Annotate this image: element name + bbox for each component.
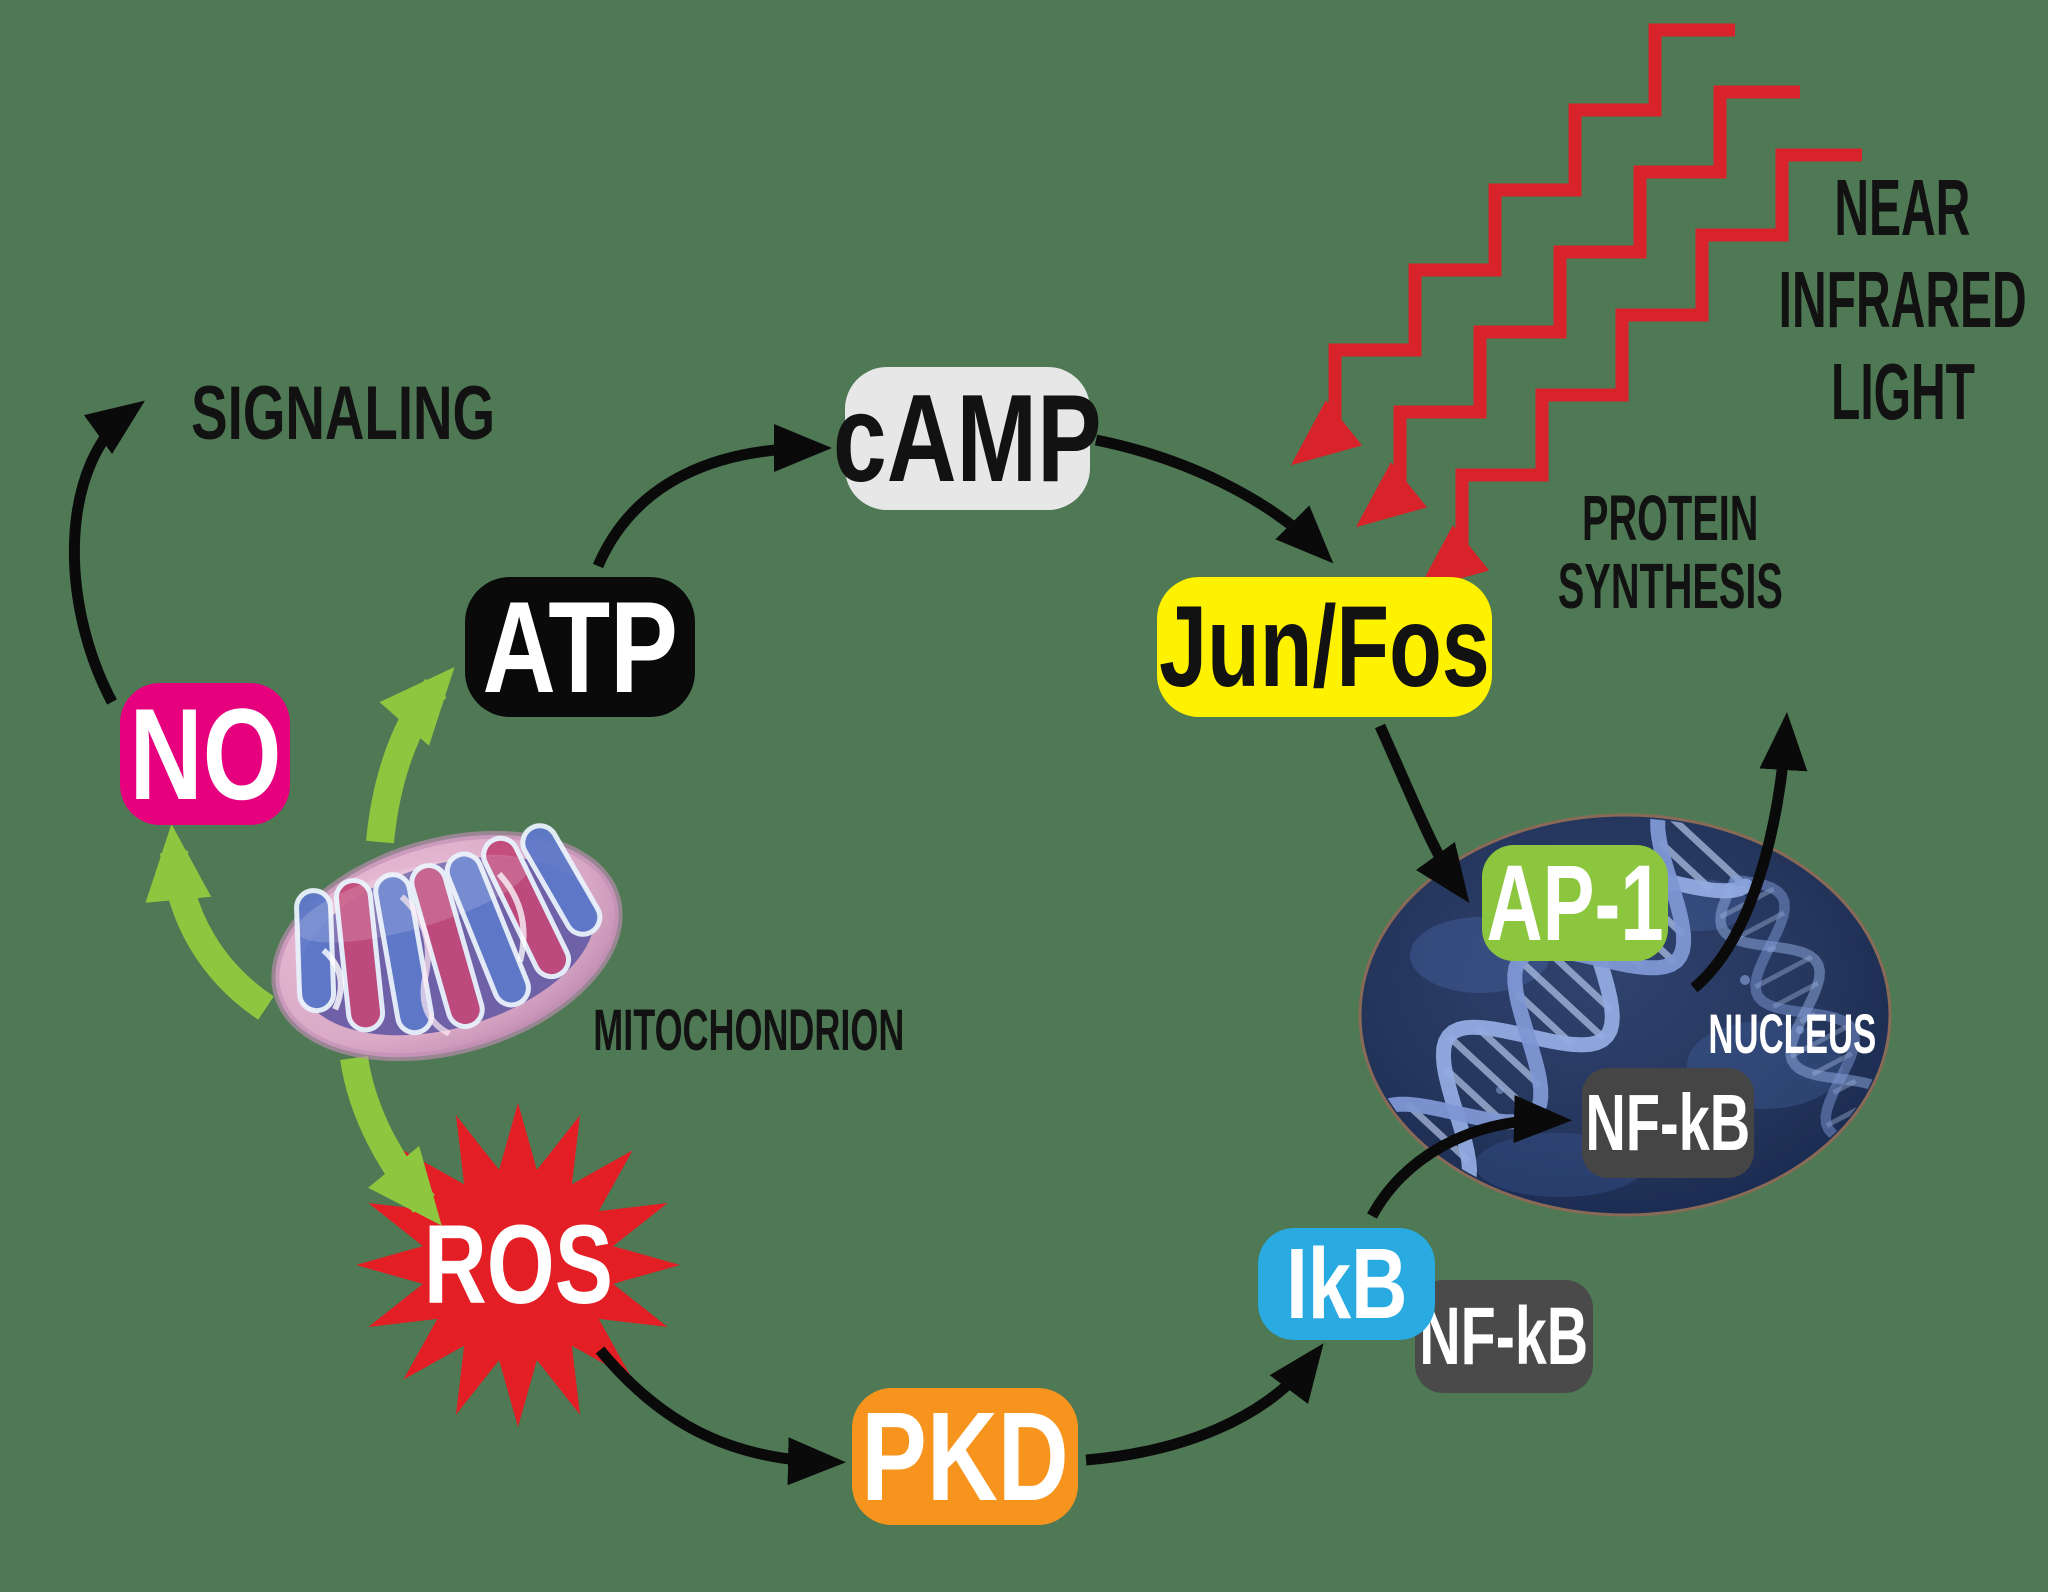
node-no: NO [120,683,290,825]
node-ap1: AP-1 [1482,845,1668,961]
node-nfkb-cytoplasm: NF-kB [1415,1280,1593,1393]
pathway-arrows [68,400,1808,1486]
node-jun-fos: Jun/Fos [1157,577,1492,717]
node-ikb: IkB [1258,1228,1435,1340]
nucleus-label: NUCLEUS [1708,1002,1877,1065]
near-infrared-rays [1290,23,1862,591]
node-pkd-label: PKD [861,1385,1069,1527]
node-nfkb-nucleus-label: NF-kB [1585,1078,1751,1167]
mitochondrion-output-arrows [145,666,455,1226]
arrow-ap1-to-protein-synthesis [1690,712,1808,993]
arrow-camp-to-junfos [1094,434,1334,564]
node-no-label: NO [128,681,282,827]
arrow-junfos-to-ap1 [1374,723,1470,903]
arrow-ikb-to-nfkb [1367,1095,1572,1219]
node-ros-label: ROS [423,1202,613,1327]
node-nfkb-cytoplasm-label: NF-kB [1419,1290,1589,1382]
arrow-pkd-to-ikb [1085,1343,1324,1466]
signaling-label: SIGNALING [191,371,496,456]
arrow-atp-to-camp [592,424,832,569]
node-nfkb-nucleus: NF-kB [1582,1068,1754,1178]
protein-synthesis-label: PROTEIN SYNTHESIS [1557,482,1783,622]
node-jun-fos-label: Jun/Fos [1159,582,1490,711]
node-atp-label: ATP [482,574,678,720]
node-ikb-label: IkB [1285,1228,1408,1340]
arrow-mito-to-no [145,824,274,1020]
arrow-mito-to-ros [340,1055,442,1226]
node-ros: ROS [398,1203,638,1327]
mitochondrion-label: MITOCHONDRION [593,998,905,1063]
node-camp-label: cAMP [833,369,1102,508]
arrow-ros-to-pkd [595,1346,846,1486]
arrow-no-to-signaling [68,400,145,705]
node-camp: cAMP [833,367,1102,510]
arrow-mito-to-atp [366,666,455,844]
node-pkd: PKD [852,1388,1078,1525]
node-ap1-label: AP-1 [1486,842,1664,963]
node-atp: ATP [465,577,695,717]
mitochondrion-graphic [271,823,623,1062]
near-infrared-light-label: NEAR INFRARED LIGHT [1778,163,2027,436]
